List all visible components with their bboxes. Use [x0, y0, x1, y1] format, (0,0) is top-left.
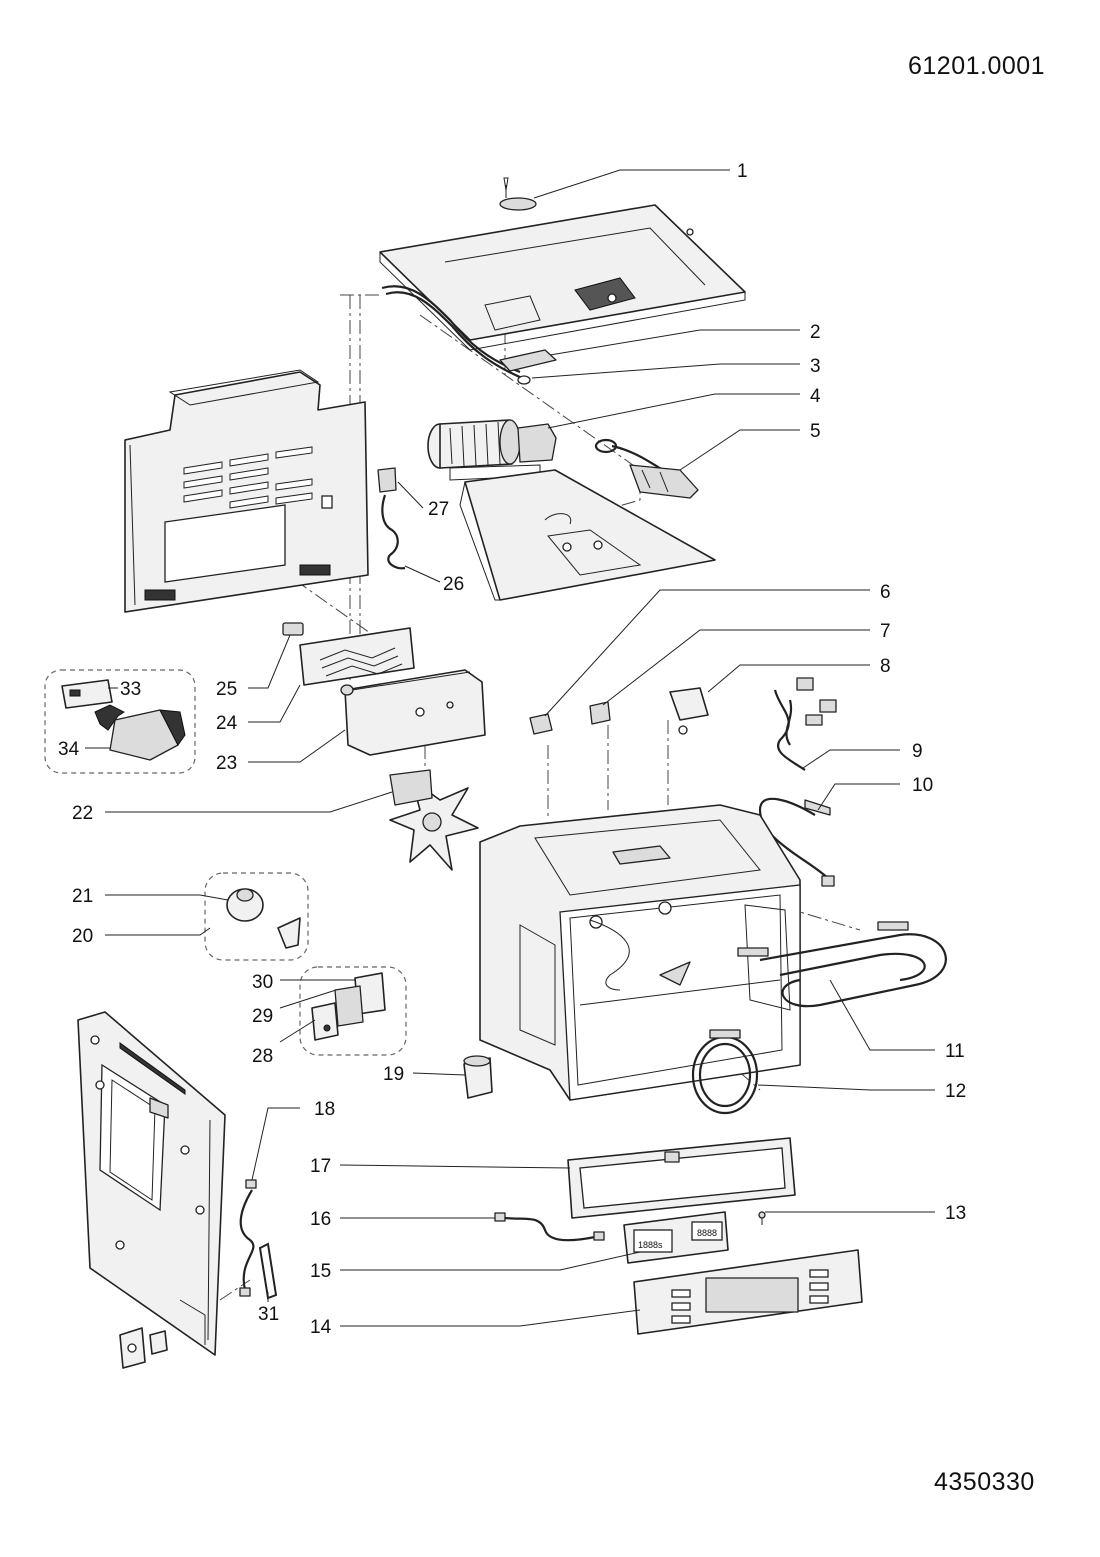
part-fan-housing — [340, 669, 486, 756]
part-cap-screw — [499, 177, 537, 211]
callout-labels: 1 2 3 4 5 6 7 8 9 10 11 12 13 14 15 16 1… — [58, 161, 966, 1338]
part-wiring-harness — [773, 677, 837, 771]
callout-12: 12 — [945, 1081, 966, 1102]
callout-9: 9 — [912, 741, 923, 762]
callout-2: 2 — [810, 322, 821, 343]
callout-24: 24 — [216, 713, 238, 734]
callout-29: 29 — [252, 1006, 273, 1027]
callout-14: 14 — [310, 1317, 332, 1338]
display-left-readout: 1888s — [638, 1240, 663, 1250]
callout-16: 16 — [310, 1209, 331, 1230]
callout-11: 11 — [945, 1041, 965, 1062]
part-label-and-plate — [282, 622, 415, 686]
callout-8: 8 — [880, 656, 891, 677]
part-convection-fan — [389, 769, 479, 871]
callout-26: 26 — [443, 574, 464, 595]
side-panel — [77, 1011, 226, 1356]
part-circular-element — [691, 1029, 759, 1115]
part-control-frame — [567, 1137, 796, 1219]
callout-21: 21 — [72, 886, 93, 907]
part-screw — [758, 1211, 766, 1225]
callout-6: 6 — [880, 582, 891, 603]
callout-25: 25 — [216, 679, 237, 700]
part-grill-element — [737, 921, 947, 1008]
part-display-cable — [494, 1212, 605, 1242]
callout-22: 22 — [72, 803, 93, 824]
callout-34: 34 — [58, 739, 80, 760]
part-harness-and-spring — [239, 1179, 278, 1300]
callout-27: 27 — [428, 499, 449, 520]
part-lamp — [204, 872, 309, 961]
part-small-brackets — [119, 1327, 168, 1369]
callout-5: 5 — [810, 421, 821, 442]
top-cover-panel — [379, 204, 746, 351]
rear-panel-vents — [183, 446, 313, 509]
rear-panel — [124, 369, 369, 613]
display-right-readout: 8888 — [697, 1228, 717, 1238]
part-lamp-cover-set — [299, 966, 407, 1056]
deflector-tray — [459, 469, 716, 601]
part-list-number: 4350330 — [934, 1468, 1035, 1496]
part-control-panel — [633, 1249, 863, 1335]
callout-1: 1 — [737, 161, 748, 182]
callout-7: 7 — [880, 621, 891, 642]
drawing-number: 61201.0001 — [908, 52, 1046, 80]
callout-15: 15 — [310, 1261, 331, 1282]
callout-10: 10 — [912, 775, 933, 796]
part-cooling-fan — [427, 419, 557, 481]
callout-23: 23 — [216, 753, 237, 774]
callout-4: 4 — [810, 386, 821, 407]
part-cylinder-clip — [463, 1055, 493, 1099]
part-wiring-terminal — [377, 467, 406, 570]
oven-cavity — [479, 804, 801, 1101]
callout-31: 31 — [258, 1304, 279, 1325]
callout-20: 20 — [72, 926, 93, 947]
part-thermostat — [594, 438, 699, 499]
part-bracket-and-cable — [381, 285, 557, 385]
callout-3: 3 — [810, 356, 821, 377]
callout-30: 30 — [252, 972, 273, 993]
perforation-grid — [574, 277, 636, 311]
callout-33: 33 — [120, 679, 141, 700]
leader-lines — [85, 169, 935, 1327]
callout-13: 13 — [945, 1203, 966, 1224]
callout-18: 18 — [314, 1099, 335, 1120]
callout-19: 19 — [383, 1064, 404, 1085]
part-display-board: 1888s 8888 — [623, 1211, 729, 1264]
callout-28: 28 — [252, 1046, 273, 1067]
part-probe-sensor — [758, 797, 835, 887]
part-switches — [529, 687, 709, 735]
inset-filter — [44, 669, 196, 774]
callout-17: 17 — [310, 1156, 331, 1177]
